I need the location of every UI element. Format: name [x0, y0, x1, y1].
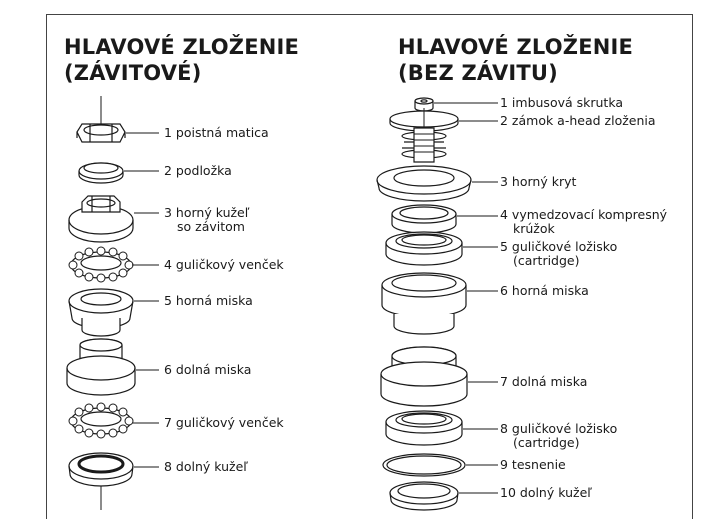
label-text: 5 horná miska — [164, 293, 253, 308]
threadless-label-ahead-lock: 2 zámok a-head zloženia — [500, 114, 656, 128]
label-text: 4 guličkový venček — [164, 257, 284, 272]
label-text: 6 dolná miska — [164, 362, 251, 377]
label-text-line2: krúžok — [500, 222, 667, 236]
threaded-top-cone-part — [69, 196, 133, 242]
threaded-label-ball-retainer: 4 guličkový venček — [164, 258, 284, 272]
label-text: 5 guličkové ložisko — [500, 239, 617, 254]
label-text: 8 dolný kužeľ — [164, 459, 248, 474]
threaded-label-ball-retainer-2: 7 guličkový venček — [164, 416, 284, 430]
label-text: 1 imbusová skrutka — [500, 95, 623, 110]
label-text: 7 guličkový venček — [164, 415, 284, 430]
ball-retainer-top-part — [69, 247, 133, 282]
label-text: 3 horný kryt — [500, 174, 576, 189]
threadless-upper-cup-part — [382, 273, 466, 334]
threaded-label-lower-cone: 8 dolný kužeľ — [164, 460, 248, 474]
label-text: 2 zámok a-head zloženia — [500, 113, 656, 128]
threadless-label-lower-cone: 10 dolný kužeľ — [500, 486, 592, 500]
label-text: 3 horný kužeľ — [164, 205, 249, 220]
label-text: 8 guličkové ložisko — [500, 421, 617, 436]
upper-cup-part — [69, 289, 133, 336]
label-text: 6 horná miska — [500, 283, 589, 298]
threadless-label-lower-cup: 7 dolná miska — [500, 375, 587, 389]
label-text-line2: (cartridge) — [500, 436, 617, 450]
threaded-label-washer: 2 podložka — [164, 164, 232, 178]
seal-part — [383, 454, 465, 476]
threadless-label-seal: 9 tesnenie — [500, 458, 566, 472]
threadless-label-top-cover: 3 horný kryt — [500, 175, 576, 189]
label-text: 9 tesnenie — [500, 457, 566, 472]
threadless-label-compression-ring: 4 vymedzovací kompresný krúžok — [500, 208, 667, 236]
threadless-lower-cone-part — [390, 482, 458, 510]
threaded-label-lock-nut: 1 poistná matica — [164, 126, 269, 140]
threaded-label-top-cone: 3 horný kužeľ so závitom — [164, 206, 249, 234]
washer-part — [79, 163, 123, 183]
lower-cone-part — [69, 453, 133, 486]
ball-retainer-bottom-part — [69, 403, 133, 438]
label-text: 10 dolný kužeľ — [500, 485, 592, 500]
label-text: 7 dolná miska — [500, 374, 587, 389]
threaded-label-lower-cup: 6 dolná miska — [164, 363, 251, 377]
ahead-lock-part — [390, 108, 458, 162]
label-text: 4 vymedzovací kompresný — [500, 207, 667, 222]
compression-ring-part — [392, 205, 456, 233]
threadless-label-lower-bearing: 8 guličkové ložisko (cartridge) — [500, 422, 617, 450]
label-text-line2: so závitom — [164, 220, 249, 234]
upper-cartridge-bearing-part — [386, 232, 462, 265]
threadless-lower-cup-part — [381, 347, 467, 406]
threadless-label-upper-bearing: 5 guličkové ložisko (cartridge) — [500, 240, 617, 268]
lower-cup-part — [67, 339, 135, 395]
label-text: 2 podložka — [164, 163, 232, 178]
threadless-label-allen-bolt: 1 imbusová skrutka — [500, 96, 623, 110]
label-text-line2: (cartridge) — [500, 254, 617, 268]
lower-cartridge-bearing-part — [386, 411, 462, 445]
top-cover-part — [377, 166, 471, 201]
lock-nut-part — [77, 124, 125, 142]
threaded-label-upper-cup: 5 horná miska — [164, 294, 253, 308]
label-text: 1 poistná matica — [164, 125, 269, 140]
threadless-label-upper-cup: 6 horná miska — [500, 284, 589, 298]
